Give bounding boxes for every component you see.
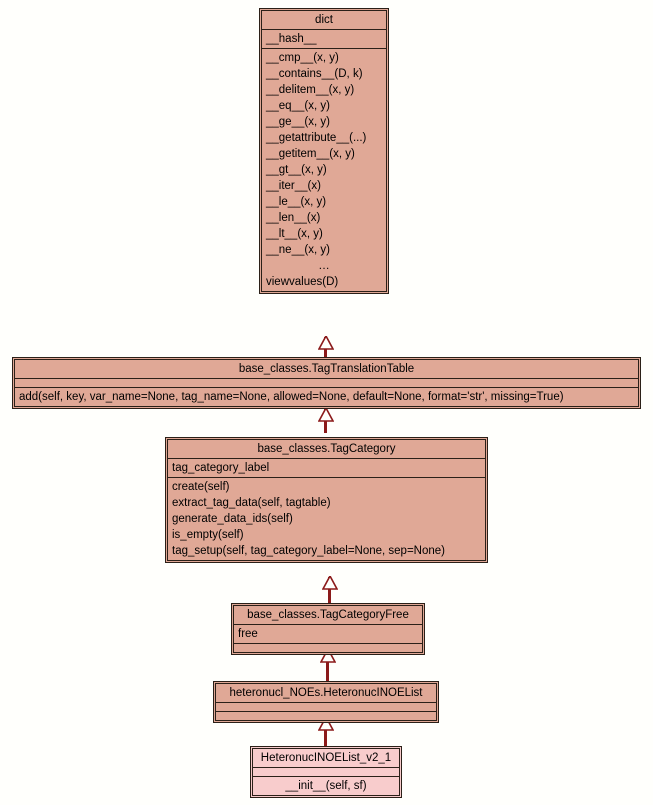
method-row: __iter__(x): [266, 180, 321, 192]
class-box-tagtranslationtable[interactable]: base_classes.TagTranslationTable add(sel…: [12, 357, 641, 409]
method-row: __contains__(D, k): [266, 68, 363, 80]
edge-heteronucinoelist-to-tagcategoryfree: [326, 650, 329, 681]
class-box-tagcategoryfree[interactable]: base_classes.TagCategoryFree free: [231, 603, 425, 655]
attribute-row: free: [238, 628, 258, 640]
class-name-tagcategoryfree: base_classes.TagCategoryFree: [247, 609, 409, 621]
methods-compartment: __cmp__(x, y) __contains__(D, k) __delit…: [261, 49, 387, 292]
methods-compartment: add(self, key, var_name=None, tag_name=N…: [14, 388, 639, 407]
class-box-heteronucinoelist[interactable]: heteronucl_NOEs.HeteronucINOEList: [213, 681, 439, 723]
class-name-compartment: heteronucl_NOEs.HeteronucINOEList: [215, 683, 437, 703]
method-row: __delitem__(x, y): [266, 84, 355, 96]
method-row: __gt__(x, y): [266, 164, 327, 176]
method-row: __le__(x, y): [266, 196, 327, 208]
inheritance-arrowhead-heteronucinoelist: [318, 717, 334, 731]
attribute-row: __hash__: [266, 33, 317, 45]
method-row: __ge__(x, y): [266, 116, 330, 128]
method-row: generate_data_ids(self): [172, 513, 293, 525]
class-name-dict: dict: [315, 14, 333, 26]
attribute-row: tag_category_label: [172, 462, 270, 474]
class-box-tagcategory[interactable]: base_classes.TagCategory tag_category_la…: [165, 437, 488, 563]
inheritance-arrowhead-tagcategory: [322, 576, 338, 590]
method-row: __ne__(x, y): [266, 244, 330, 256]
methods-compartment-empty: [233, 644, 423, 653]
class-name-compartment: HeteronucINOEList_v2_1: [252, 748, 400, 768]
methods-compartment: create(self) extract_tag_data(self, tagt…: [167, 478, 486, 561]
methods-compartment: __init__(self, sf): [252, 777, 400, 796]
method-row: __eq__(x, y): [266, 100, 330, 112]
class-name-compartment: base_classes.TagCategory: [167, 439, 486, 459]
method-row: __init__(self, sf): [285, 780, 367, 792]
class-name-tagcategory: base_classes.TagCategory: [257, 443, 396, 455]
method-row: __cmp__(x, y): [266, 52, 339, 64]
class-name-compartment: base_classes.TagTranslationTable: [14, 359, 639, 379]
method-row: add(self, key, var_name=None, tag_name=N…: [19, 391, 564, 403]
class-name-compartment: dict: [261, 10, 387, 30]
attributes-compartment-empty: [215, 703, 437, 712]
method-row: __len__(x): [266, 212, 321, 224]
method-row: __getattribute__(...): [266, 132, 367, 144]
method-row-ellipsis: …: [318, 260, 330, 272]
method-row: viewvalues(D): [266, 276, 339, 288]
class-name-heteronucinoelist: heteronucl_NOEs.HeteronucINOEList: [229, 687, 423, 699]
attributes-compartment-empty: [14, 379, 639, 388]
attributes-compartment: free: [233, 625, 423, 644]
edge-tagcategoryfree-to-tagcategory: [328, 577, 331, 603]
method-row: __lt__(x, y): [266, 228, 323, 240]
method-row: create(self): [172, 481, 230, 493]
methods-compartment-empty: [215, 712, 437, 721]
inheritance-arrowhead-tagtranslationtable: [318, 408, 334, 422]
inheritance-arrowhead-dict: [318, 336, 334, 350]
attributes-compartment-empty: [252, 768, 400, 777]
class-name-tagtranslationtable: base_classes.TagTranslationTable: [238, 363, 415, 375]
class-box-dict[interactable]: dict __hash__ __cmp__(x, y) __contains__…: [259, 8, 389, 294]
class-box-heteronucinoelist-v2-1[interactable]: HeteronucINOEList_v2_1 __init__(self, sf…: [250, 746, 402, 798]
method-row: extract_tag_data(self, tagtable): [172, 497, 331, 509]
edge-heteronucinoelist-v2-1-to-heteronucinoelist: [324, 718, 327, 746]
class-name-heteronucinoelist-v2-1: HeteronucINOEList_v2_1: [260, 752, 392, 764]
method-row: is_empty(self): [172, 529, 244, 541]
class-name-compartment: base_classes.TagCategoryFree: [233, 605, 423, 625]
inheritance-arrowhead-tagcategoryfree: [320, 649, 336, 663]
method-row: __getitem__(x, y): [266, 148, 355, 160]
method-row: tag_setup(self, tag_category_label=None,…: [172, 545, 445, 557]
attributes-compartment: tag_category_label: [167, 459, 486, 478]
attributes-compartment: __hash__: [261, 30, 387, 49]
